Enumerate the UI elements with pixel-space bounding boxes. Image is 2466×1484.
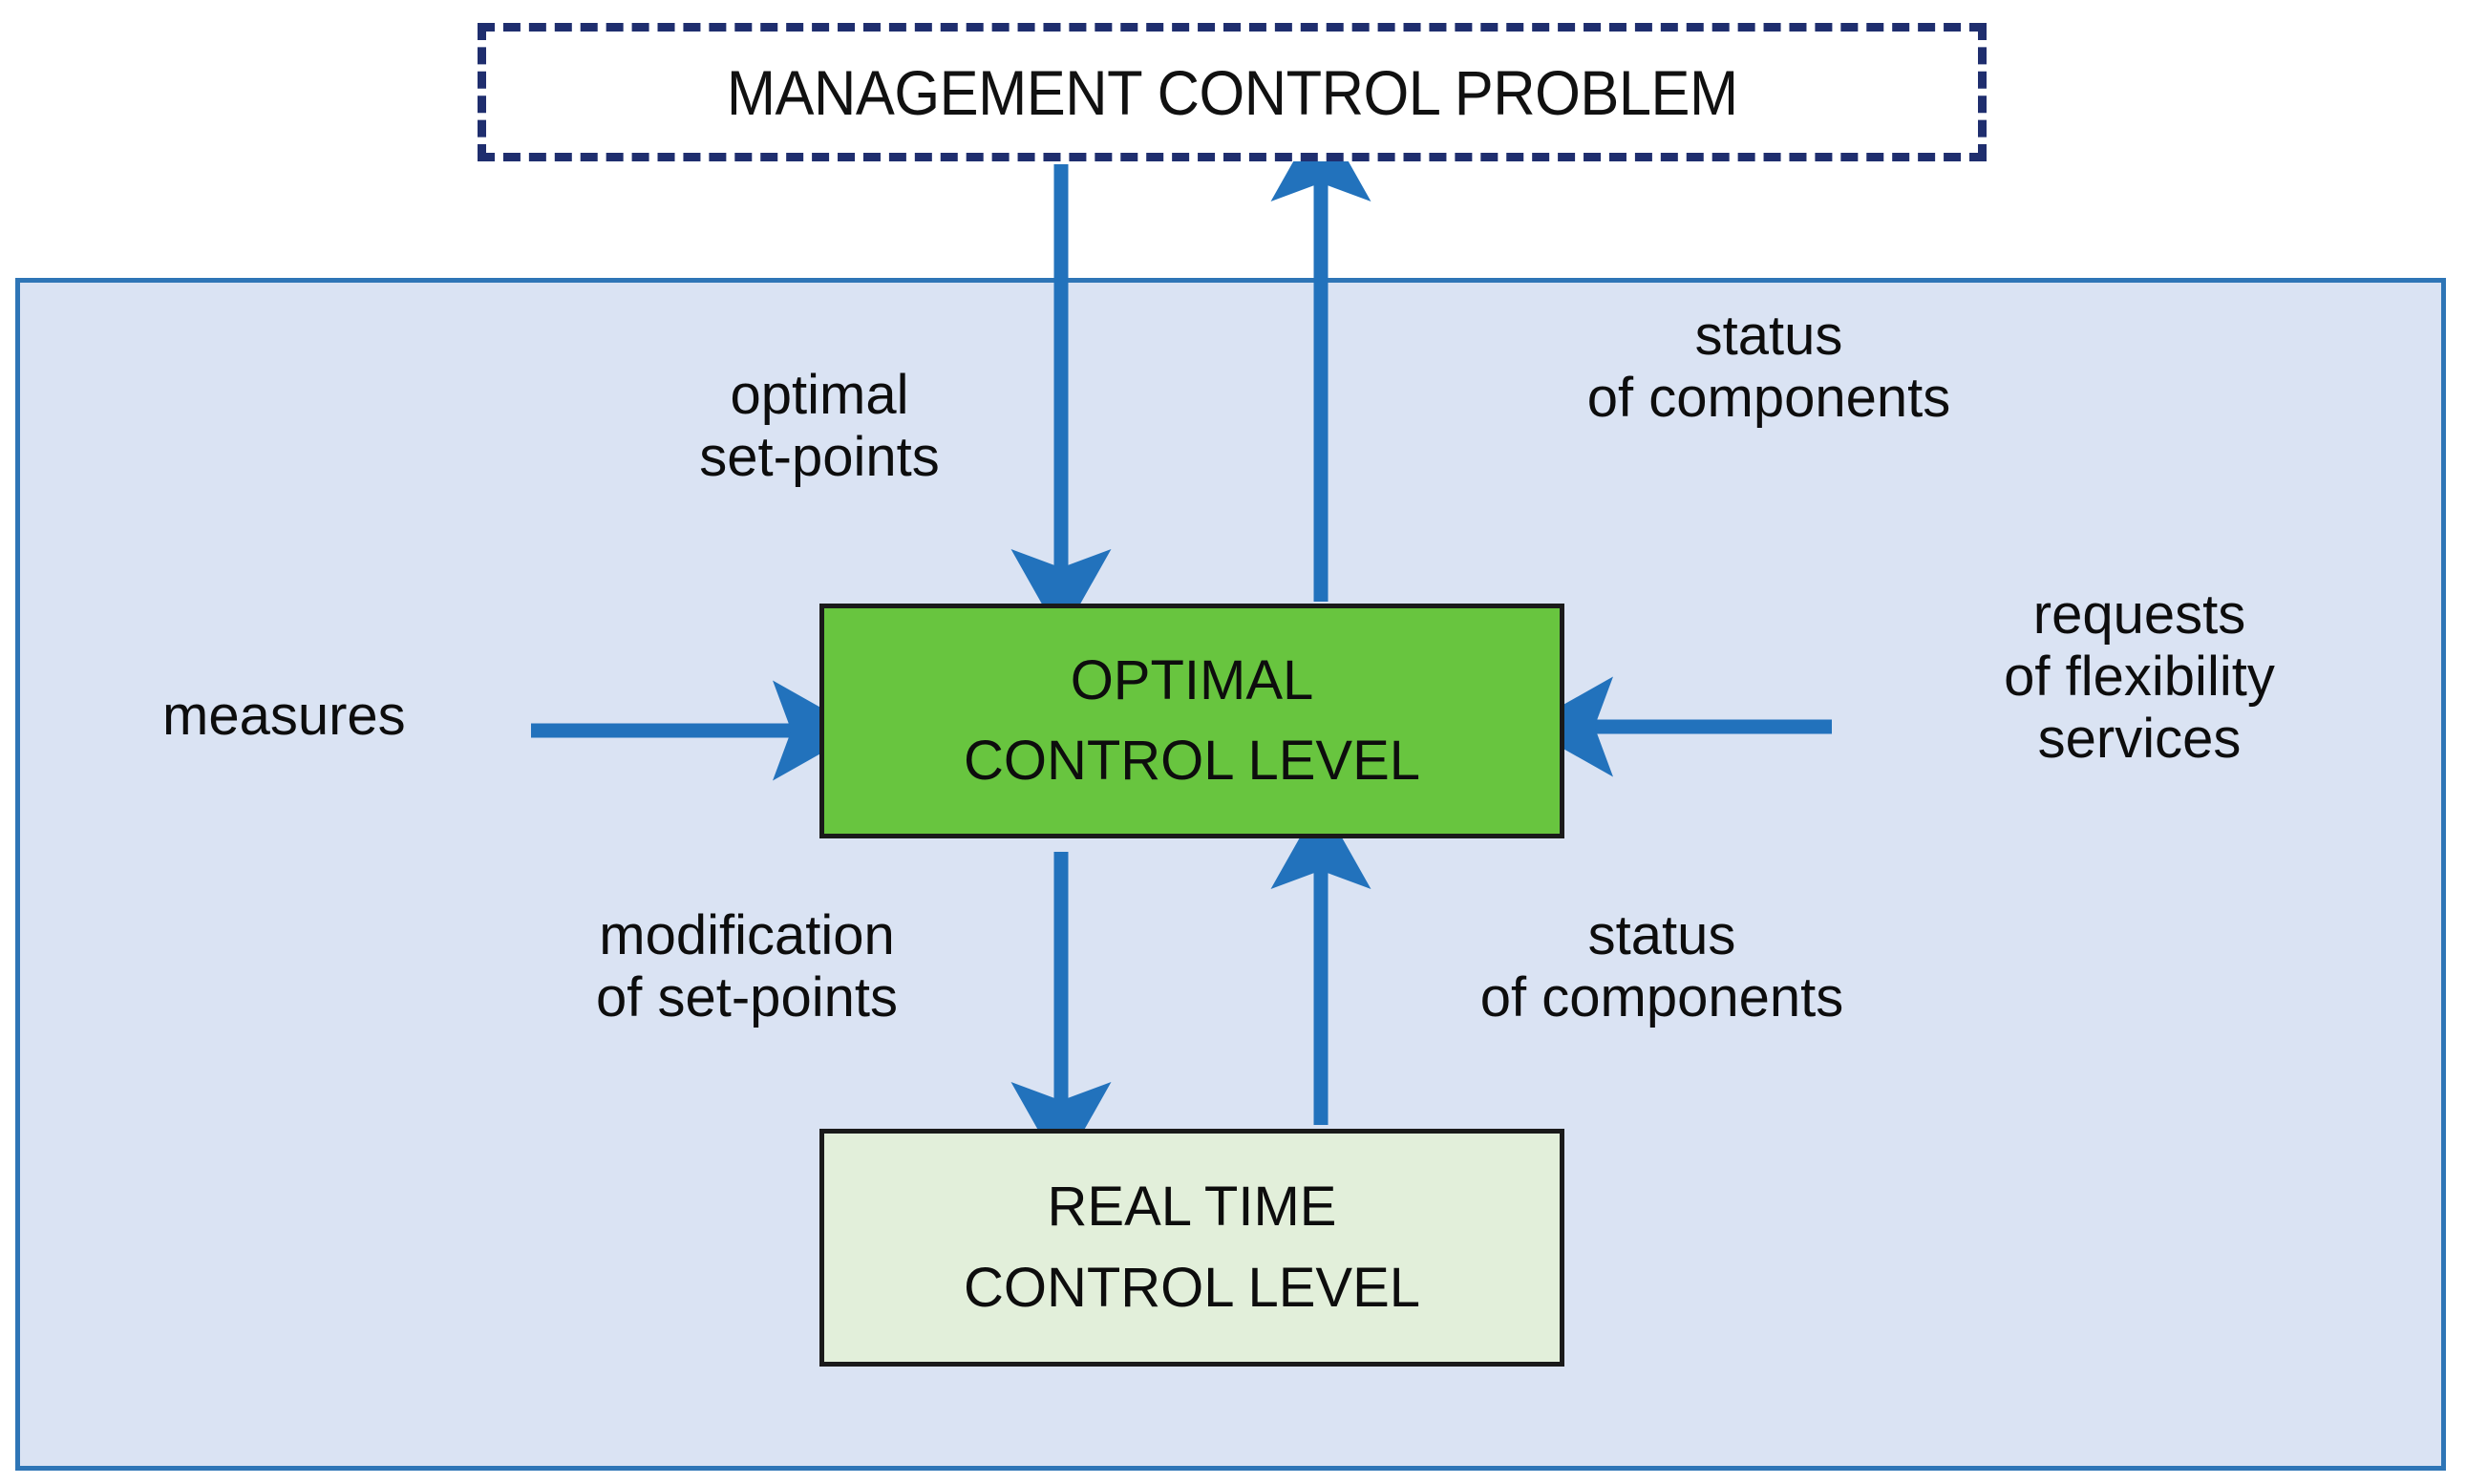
- label-optimal-setpoints-line1: optimal: [730, 364, 909, 426]
- real-time-control-level-box: REAL TIME CONTROL LEVEL: [819, 1129, 1564, 1367]
- label-modification-line2: of set-points: [596, 965, 898, 1028]
- label-requests-line2: of flexibility: [2004, 645, 2275, 708]
- label-modification-of-set-points: modification of set-points: [499, 904, 995, 1029]
- label-measures-text: measures: [162, 685, 406, 747]
- label-status-top-line1: status: [1694, 305, 1843, 367]
- label-modification-line1: modification: [599, 904, 895, 966]
- optimal-control-level-line1: OPTIMAL: [1070, 648, 1314, 711]
- label-status-bottom-line2: of components: [1479, 965, 1844, 1028]
- label-requests-line1: requests: [2032, 583, 2246, 646]
- real-time-control-level-line2: CONTROL LEVEL: [963, 1256, 1421, 1319]
- real-time-control-level-line1: REAL TIME: [1047, 1176, 1337, 1239]
- label-status-of-components-bottom: status of components: [1394, 904, 1929, 1029]
- label-requests-of-flexibility-services: requests of flexibility services: [1881, 583, 2397, 771]
- label-optimal-setpoints: optimal set-points: [619, 364, 1020, 489]
- label-requests-line3: services: [2037, 707, 2242, 770]
- label-status-top-line2: of components: [1586, 366, 1951, 429]
- optimal-control-level-line2: CONTROL LEVEL: [963, 730, 1421, 792]
- label-status-bottom-line1: status: [1587, 904, 1736, 966]
- optimal-control-level-box: OPTIMAL CONTROL LEVEL: [819, 604, 1564, 838]
- management-control-problem-box: MANAGEMENT CONTROL PROBLEM: [478, 23, 1987, 161]
- label-measures: measures: [162, 685, 506, 748]
- label-optimal-setpoints-line2: set-points: [699, 425, 940, 488]
- management-control-problem-label: MANAGEMENT CONTROL PROBLEM: [726, 56, 1738, 128]
- label-status-of-components-top: status of components: [1511, 305, 2027, 430]
